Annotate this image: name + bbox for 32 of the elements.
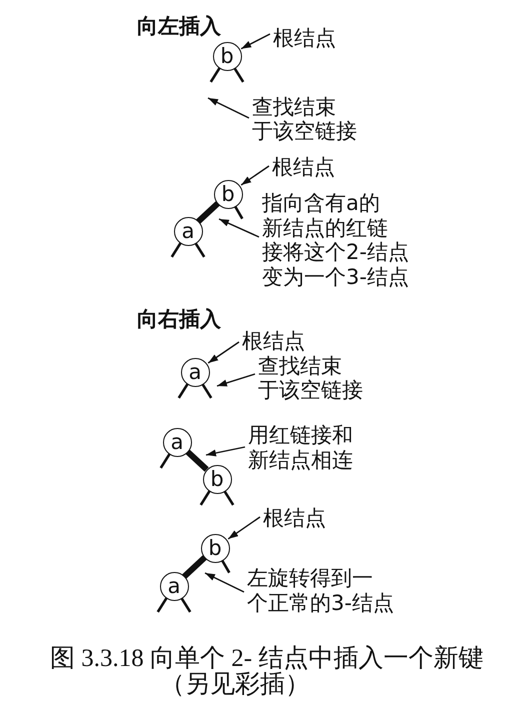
annotation-text: 查找结束于该空链接	[258, 354, 363, 402]
leader-arrow	[204, 572, 244, 593]
annotation-text: 左旋转得到一个正常的3-结点	[247, 566, 394, 615]
tree-node-circle: a	[160, 572, 188, 600]
annotation-text: 指向含有a的新结点的红链接将这个2-结点变为一个3-结点	[262, 191, 409, 289]
annotation-text: 根结点	[263, 506, 326, 530]
leader-arrow	[208, 341, 240, 364]
leader-arrow	[228, 516, 260, 540]
leader-arrow	[216, 373, 256, 387]
section-heading: 向左插入	[137, 14, 221, 38]
leader-arrow	[240, 165, 270, 186]
tree-node-circle: b	[200, 534, 230, 562]
tree-node-circle: a	[180, 358, 210, 386]
thick-link	[196, 201, 220, 224]
leader-arrow	[206, 446, 246, 456]
tree-node-circle: a	[174, 216, 202, 246]
tree-node-circle: b	[202, 464, 232, 494]
annotation-text: 查找结束于该空链接	[252, 94, 357, 144]
thick-link	[185, 449, 209, 472]
tree-node-circle: b	[214, 180, 242, 208]
annotation-text: 根结点	[273, 26, 336, 50]
leader-arrow	[218, 218, 260, 238]
annotation-text: 用红链接和新结点相连	[248, 423, 353, 472]
leader-arrow	[240, 33, 270, 50]
figure-caption: 图 3.3.18 向单个 2- 结点中插入一个新键（另见彩插）	[50, 646, 484, 698]
annotation-text: 根结点	[242, 328, 305, 353]
tree-node-circle: a	[162, 428, 192, 456]
leader-arrow	[208, 97, 250, 119]
section-heading: 向右插入	[137, 306, 221, 331]
annotation-text: 根结点	[272, 155, 335, 180]
thick-link	[182, 555, 207, 579]
tree-node-circle: b	[212, 42, 242, 70]
